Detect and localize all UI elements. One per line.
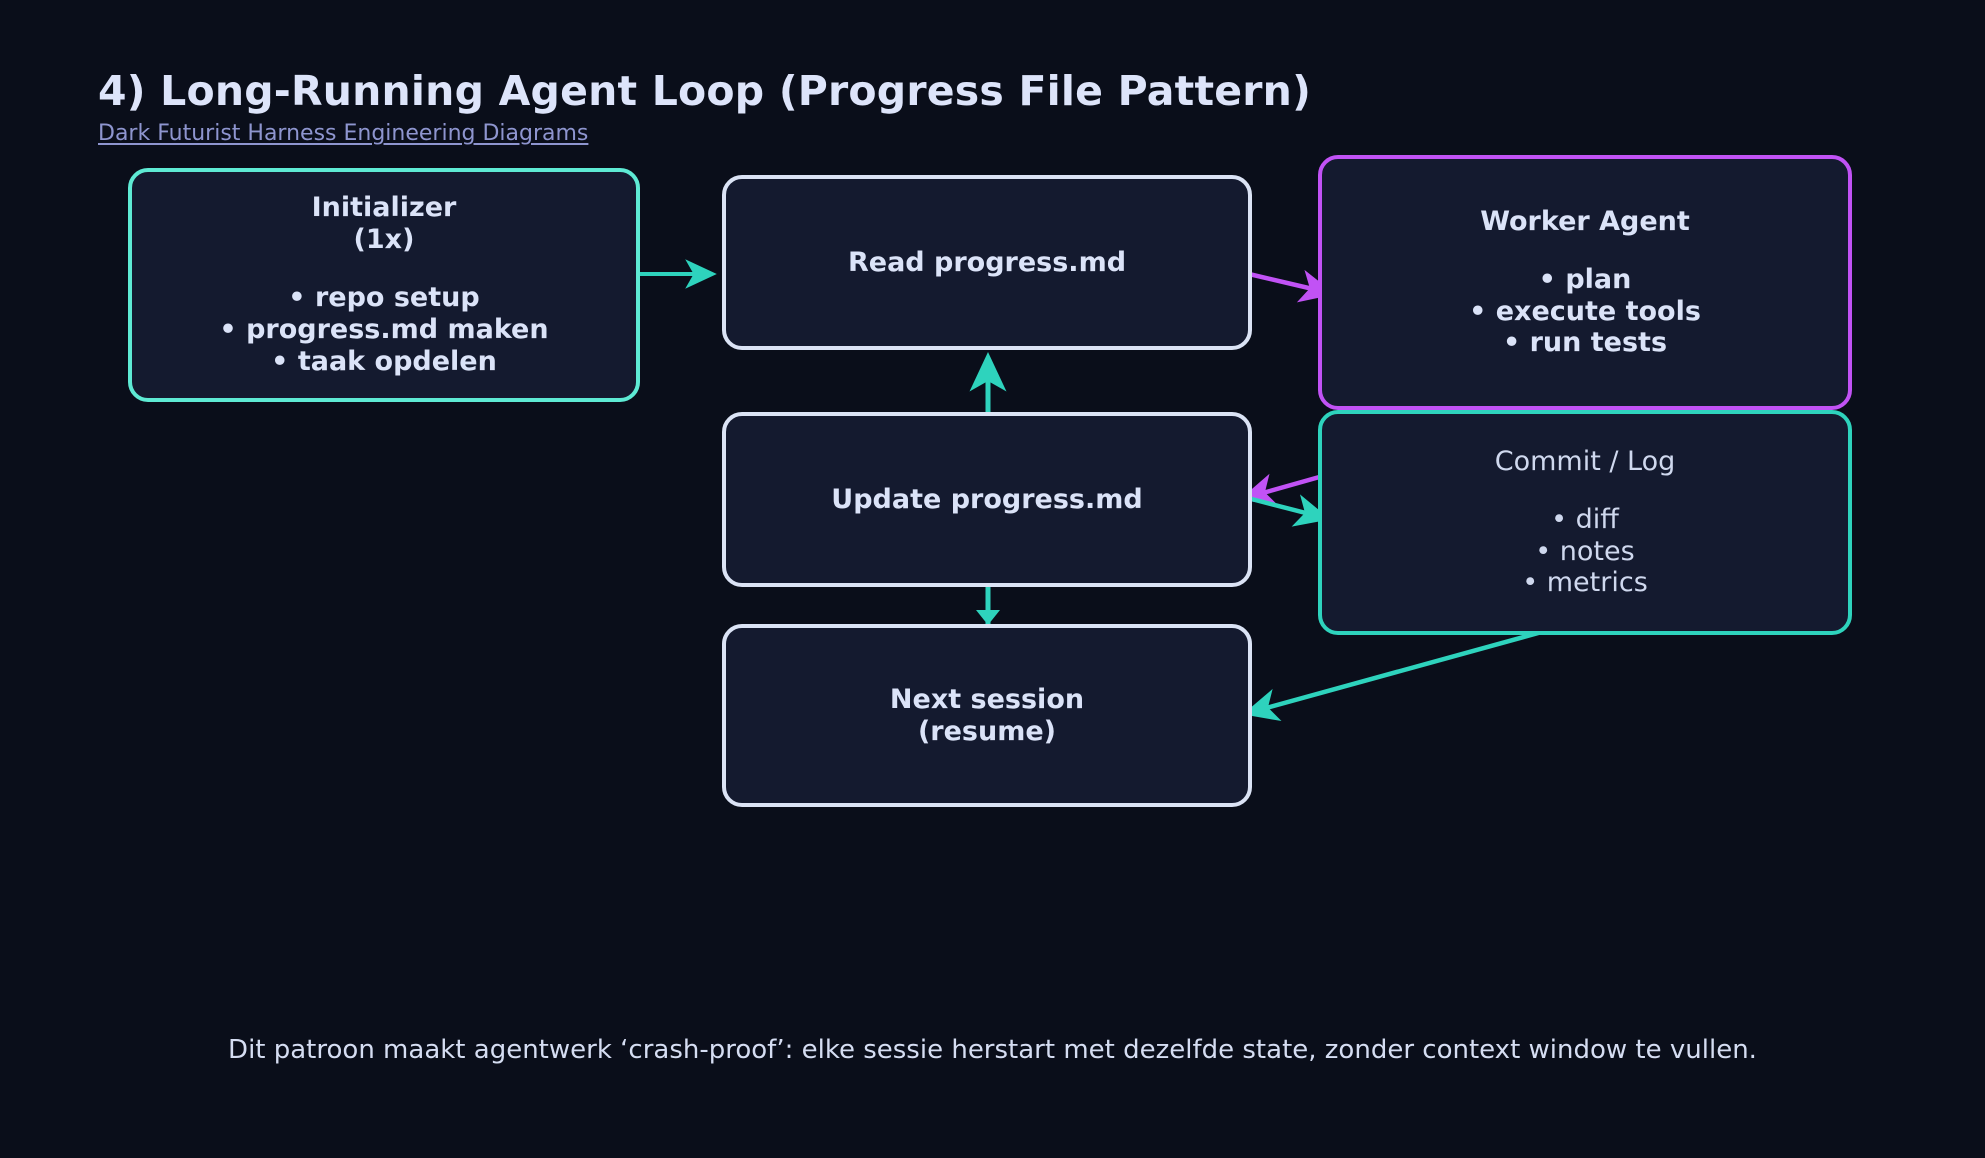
node-initializer[interactable]: Initializer (1x) • repo setup • progress… — [128, 168, 640, 402]
node-worker-agent-title: Worker Agent — [1480, 205, 1690, 237]
header: 4) Long-Running Agent Loop (Progress Fil… — [98, 67, 1798, 147]
node-commit-log[interactable]: Commit / Log • diff • notes • metrics — [1318, 410, 1852, 635]
node-next-session[interactable]: Next session (resume) — [722, 624, 1252, 807]
node-initializer-bullets: • repo setup • progress.md maken • taak … — [219, 282, 549, 377]
diagram-caption: Dit patroon maakt agentwerk ‘crash-proof… — [228, 1035, 1757, 1065]
node-initializer-title: Initializer (1x) — [311, 192, 457, 256]
node-update-progress[interactable]: Update progress.md — [722, 412, 1252, 587]
node-worker-agent[interactable]: Worker Agent • plan • execute tools • ru… — [1318, 155, 1852, 410]
page-subtitle: Dark Futurist Harness Engineering Diagra… — [98, 121, 589, 147]
node-commit-log-bullets: • diff • notes • metrics — [1522, 503, 1648, 599]
node-commit-log-title: Commit / Log — [1494, 445, 1676, 477]
node-update-progress-title: Update progress.md — [831, 483, 1143, 515]
node-read-progress[interactable]: Read progress.md — [722, 175, 1252, 350]
node-worker-agent-bullets: • plan • execute tools • run tests — [1469, 263, 1701, 359]
node-read-progress-title: Read progress.md — [847, 246, 1127, 278]
edge-update-to-commit — [1239, 493, 1331, 527]
edge-commit-to-next — [1242, 619, 1579, 722]
node-next-session-title: Next session (resume) — [889, 683, 1085, 747]
page-title: 4) Long-Running Agent Loop (Progress Fil… — [98, 67, 1312, 115]
